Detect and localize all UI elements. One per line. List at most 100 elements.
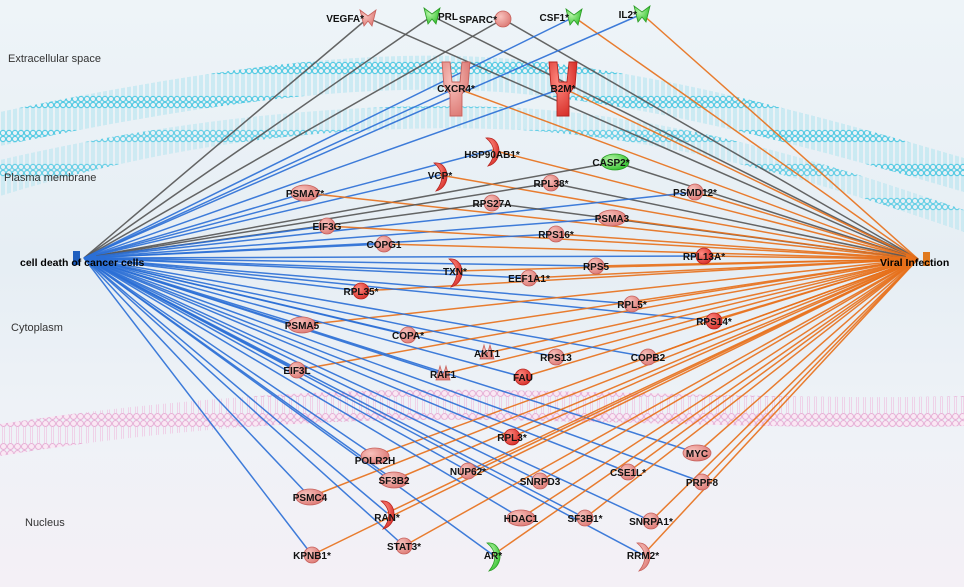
edge-ar-to-viral-infection	[492, 258, 919, 556]
edge-rpl5-to-cell-death	[83, 257, 633, 305]
left-endpoint[interactable]: cell death of cancer cells	[20, 251, 144, 269]
edge-cse1l-to-cell-death	[83, 257, 629, 473]
rps16-label: RPS16*	[538, 230, 574, 241]
node-vegfa[interactable]: VEGFA*	[326, 9, 377, 27]
node-hdac1[interactable]: HDAC1	[504, 509, 539, 527]
node-snrpa1[interactable]: SNRPA1*	[629, 512, 673, 530]
node-fau[interactable]: FAU	[513, 368, 533, 386]
rpl13a-shape	[695, 247, 713, 265]
copg1-shape	[375, 235, 393, 253]
edge-snrpd3-to-cell-death	[83, 257, 541, 482]
snrpa1-shape	[642, 512, 660, 530]
node-b2m[interactable]: B2M*	[548, 61, 578, 117]
edge-rrm2-to-viral-infection	[642, 258, 919, 556]
node-polr2h[interactable]: POLR2H	[355, 447, 396, 467]
node-sparc[interactable]: SPARC*	[459, 10, 512, 28]
node-ar[interactable]: AR*	[484, 542, 502, 572]
node-ran[interactable]: RAN*	[374, 500, 400, 530]
node-rps16[interactable]: RPS16*	[538, 225, 574, 243]
node-rpl35[interactable]: RPL35*	[343, 282, 379, 300]
right-endpoint[interactable]: Viral Infection	[880, 252, 949, 269]
node-rps5[interactable]: RPS5	[583, 257, 610, 275]
sf3b2-label: SF3B2	[378, 476, 410, 487]
rps27a-label: RPS27A	[473, 199, 512, 210]
sf3b2-shape	[379, 471, 409, 489]
node-prpf8[interactable]: PRPF8	[686, 473, 719, 491]
edge-eef1a1-to-cell-death	[83, 257, 530, 279]
edge-cxcr4-to-viral-infection	[455, 87, 919, 260]
location-nucleus: Nucleus	[25, 517, 65, 529]
node-il2[interactable]: IL2*	[619, 5, 651, 23]
node-csf1[interactable]: CSF1*	[540, 8, 583, 26]
stat3-shape	[395, 537, 413, 555]
edge-prl-to-cell-death	[83, 15, 433, 259]
node-rps14[interactable]: RPS14*	[696, 312, 732, 330]
node-nup62[interactable]: NUP62*	[450, 462, 486, 480]
node-txn[interactable]: TXN*	[443, 258, 467, 288]
node-psma3[interactable]: PSMA3	[595, 209, 630, 227]
txn-label: TXN*	[443, 267, 467, 278]
copa-shape	[399, 326, 417, 344]
edge-rpl35-to-cell-death	[83, 257, 362, 292]
node-eef1a1[interactable]: EEF1A1*	[508, 269, 550, 287]
edge-csf1-to-cell-death	[83, 16, 575, 259]
edge-akt1-to-cell-death	[83, 257, 488, 354]
node-eif3g[interactable]: EIF3G	[313, 217, 342, 235]
rpl3-shape	[503, 428, 521, 446]
right-arrowhead	[906, 253, 918, 265]
node-copg1[interactable]: COPG1	[366, 235, 402, 253]
rpl35-shape	[352, 282, 370, 300]
node-copb2[interactable]: COPB2	[631, 348, 666, 366]
snrpd3-label: SNRPD3	[520, 477, 561, 488]
node-vcp[interactable]: VCP*	[428, 162, 453, 192]
node-raf1[interactable]: RAF1	[430, 364, 457, 381]
node-kpnb1[interactable]: KPNB1*	[293, 546, 331, 564]
node-eif3l[interactable]: EIF3L	[283, 361, 311, 379]
node-psma7[interactable]: PSMA7*	[286, 184, 324, 202]
node-psmd12[interactable]: PSMD12*	[673, 183, 717, 201]
node-rpl13a[interactable]: RPL13A*	[683, 247, 725, 265]
prl-label: PRL	[438, 12, 458, 23]
node-rrm2[interactable]: RRM2*	[627, 542, 659, 572]
node-rpl3[interactable]: RPL3*	[497, 428, 527, 446]
node-prl[interactable]: PRL	[423, 7, 458, 25]
vcp-label: VCP*	[428, 171, 453, 182]
node-sf3b2[interactable]: SF3B2	[378, 471, 410, 489]
rps14-label: RPS14*	[696, 317, 732, 328]
edge-sparc-to-cell-death	[83, 18, 504, 259]
node-copa[interactable]: COPA*	[392, 326, 424, 344]
ran-label: RAN*	[374, 513, 400, 524]
node-cxcr4[interactable]: CXCR4*	[437, 61, 475, 117]
edge-stat3-to-cell-death	[83, 257, 405, 547]
left-endpoint-box[interactable]	[73, 251, 80, 265]
node-snrpd3[interactable]: SNRPD3	[520, 472, 561, 490]
raf1-shape	[435, 364, 451, 381]
edge-rpl3-to-cell-death	[83, 257, 513, 438]
right-endpoint-box[interactable]	[923, 252, 930, 266]
ar-label: AR*	[484, 551, 502, 562]
rps5-label: RPS5	[583, 262, 610, 273]
prpf8-shape	[693, 473, 711, 491]
node-casp2[interactable]: CASP2*	[592, 153, 630, 171]
node-rps27a[interactable]: RPS27A	[473, 194, 512, 212]
node-psma5[interactable]: PSMA5	[285, 316, 320, 334]
edge-copa-to-viral-infection	[407, 258, 919, 336]
node-akt1[interactable]: AKT1	[474, 343, 501, 360]
node-cse1l[interactable]: CSE1L*	[610, 463, 646, 481]
node-rpl5[interactable]: RPL5*	[617, 295, 647, 313]
node-rpl38[interactable]: RPL38*	[533, 174, 569, 192]
node-rps13[interactable]: RPS13	[540, 348, 572, 366]
node-hsp90ab1[interactable]: HSP90AB1*	[464, 137, 520, 167]
node-stat3[interactable]: STAT3*	[387, 537, 421, 555]
edge-psmd12-to-cell-death	[83, 191, 696, 259]
cxcr4-shape	[441, 61, 471, 117]
edge-psma3-to-cell-death	[83, 217, 613, 259]
psma3-shape	[597, 209, 627, 227]
polr2h-label: POLR2H	[355, 456, 396, 467]
node-sf3b1[interactable]: SF3B1*	[567, 509, 603, 527]
node-myc[interactable]: MYC	[682, 444, 712, 462]
edge-cxcr4-to-cell-death	[83, 87, 457, 259]
edge-rpl13a-to-viral-infection	[703, 255, 919, 260]
node-psmc4[interactable]: PSMC4	[293, 488, 328, 506]
kpnb1-shape	[303, 546, 321, 564]
